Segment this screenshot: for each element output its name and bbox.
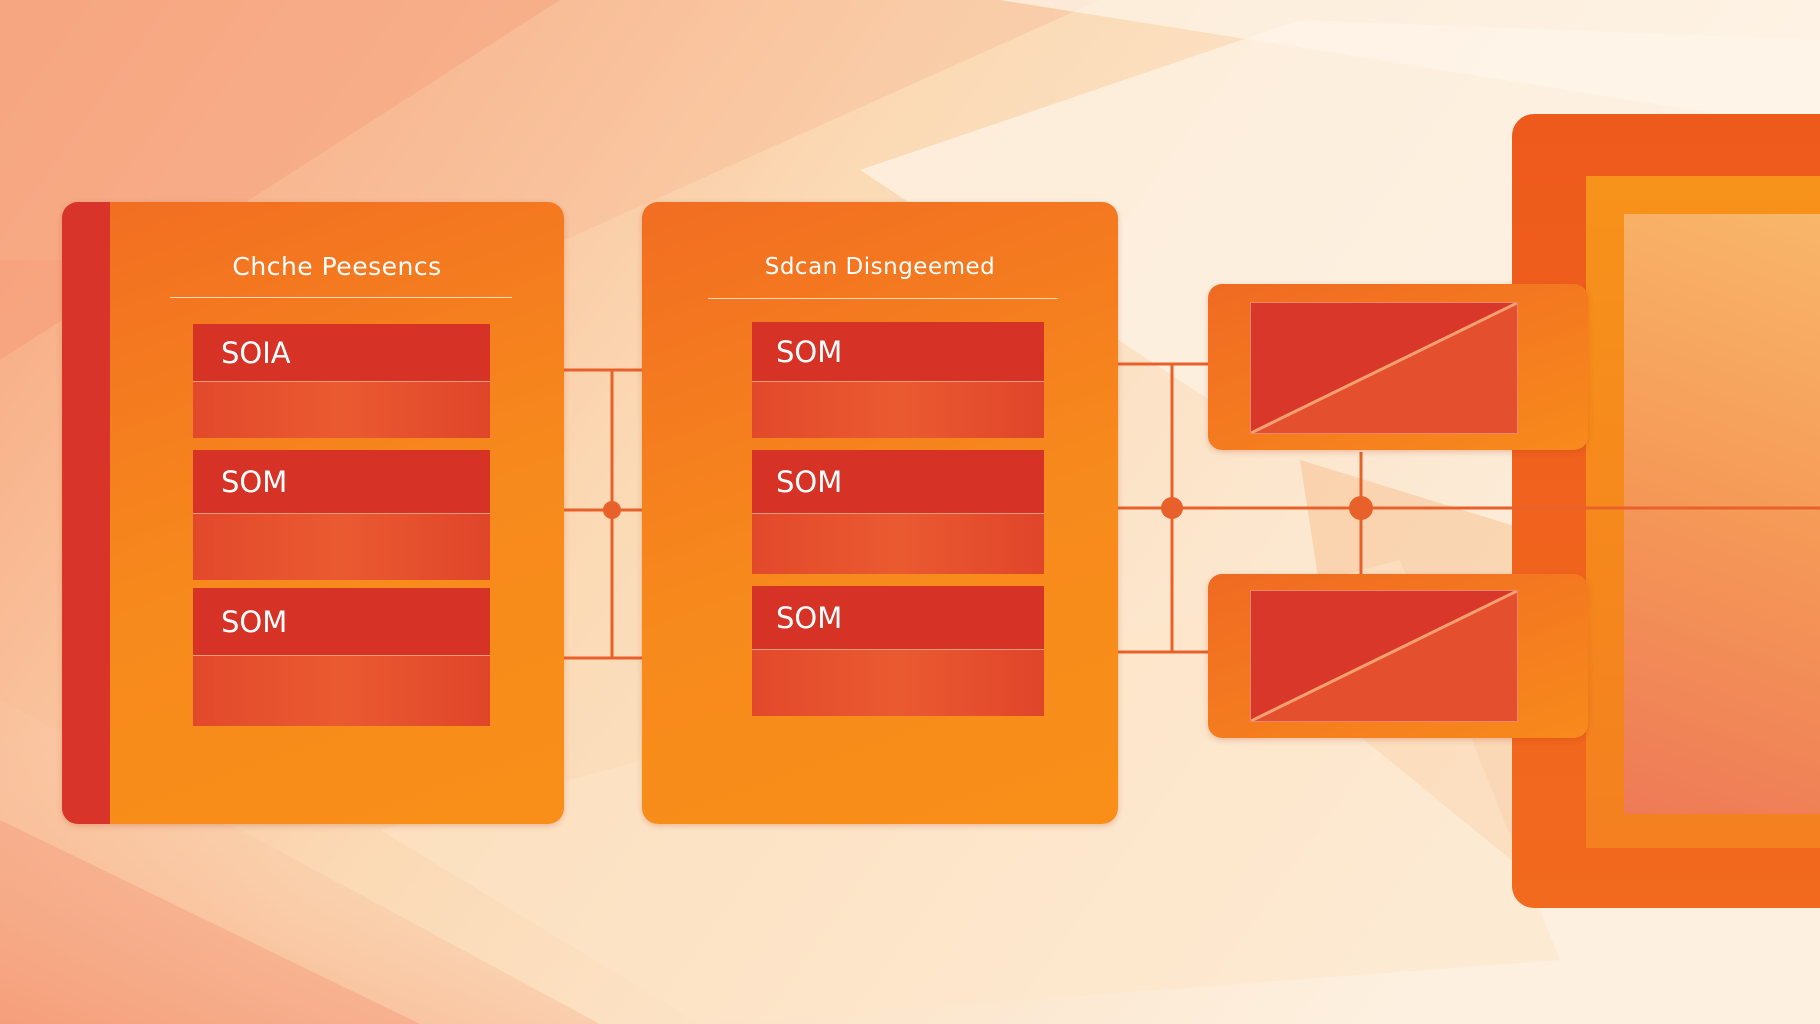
slot-body	[193, 382, 490, 438]
panel-title: Chche Peesencs	[232, 252, 442, 281]
slot-body	[752, 382, 1044, 438]
slot-label: SOIA	[193, 324, 490, 382]
controller-face	[1250, 302, 1518, 434]
module-slot: SOM	[193, 588, 490, 726]
controller-face	[1250, 590, 1518, 722]
upper-controller	[1208, 284, 1588, 450]
panel-accent-stripe	[62, 202, 110, 824]
module-slot: SOM	[193, 450, 490, 580]
module-slot: SOIA	[193, 324, 490, 438]
cache-panel: Chche Peesencs SOIA SOM SOM	[62, 202, 564, 824]
lower-controller	[1208, 574, 1588, 738]
slot-label: SOM	[752, 322, 1044, 382]
slot-body	[193, 656, 490, 726]
diagonal-divider	[1251, 303, 1517, 433]
scan-panel: Sdcan Disngeemed SOM SOM SOM	[642, 202, 1118, 824]
slot-label: SOM	[752, 450, 1044, 514]
title-divider	[708, 298, 1058, 299]
module-slot: SOM	[752, 322, 1044, 438]
slot-body	[752, 650, 1044, 716]
diagonal-divider	[1251, 591, 1517, 721]
title-divider	[170, 297, 512, 298]
module-slot: SOM	[752, 586, 1044, 716]
slot-label: SOM	[193, 588, 490, 656]
slot-body	[193, 514, 490, 580]
output-block-core	[1624, 214, 1820, 814]
panel-title: Sdcan Disngeemed	[764, 254, 996, 280]
slot-body	[752, 514, 1044, 574]
module-slot: SOM	[752, 450, 1044, 574]
slot-label: SOM	[752, 586, 1044, 650]
slot-label: SOM	[193, 450, 490, 514]
